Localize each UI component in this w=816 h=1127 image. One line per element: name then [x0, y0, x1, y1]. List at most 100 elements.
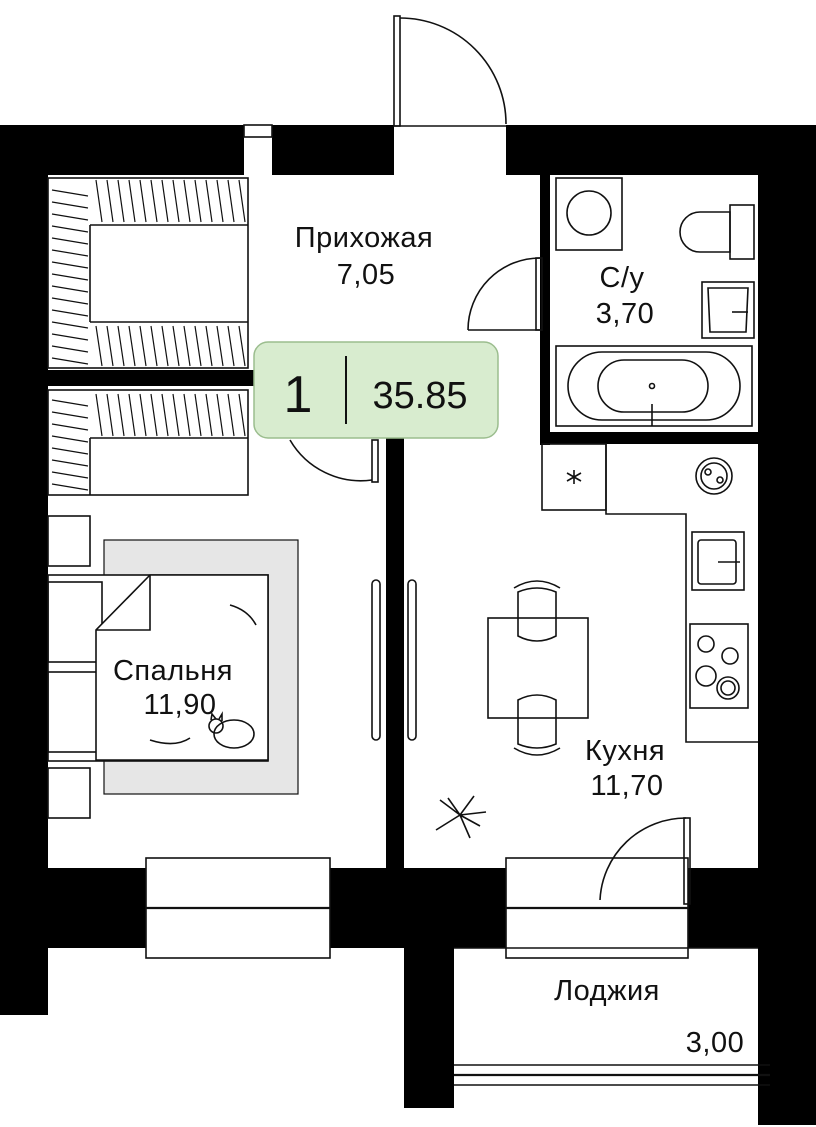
hanger-line	[238, 393, 246, 437]
hanger-line	[95, 179, 103, 223]
hanger-line	[51, 471, 89, 479]
hanger-line	[238, 325, 246, 367]
walls	[0, 125, 816, 1125]
cat-icon	[208, 711, 255, 749]
hanger-line	[150, 393, 158, 437]
hanger-line	[51, 447, 89, 455]
sink-icon	[701, 281, 755, 339]
hanger-line	[51, 321, 89, 329]
hanger-line	[51, 345, 89, 353]
entrance-door-icon	[393, 15, 507, 127]
hanger-line	[227, 179, 235, 223]
room-area: 3,70	[596, 298, 654, 330]
hanger-line	[205, 179, 213, 223]
room-name: Лоджия	[554, 975, 660, 1007]
bed-icon	[47, 574, 269, 762]
plant-icon	[435, 795, 487, 839]
hanger-line	[172, 393, 180, 437]
room-area: 3,00	[686, 1027, 744, 1059]
hanger-line	[227, 325, 235, 367]
bathtub-icon	[555, 345, 753, 427]
room-label-hallway: Прихожая 7,05	[295, 222, 433, 291]
hanger-line	[51, 213, 89, 221]
sliding-door-icon	[371, 579, 417, 741]
hanger-line	[194, 179, 202, 223]
hanger-line	[51, 273, 89, 281]
hanger-line	[95, 325, 103, 367]
hanger-line	[51, 237, 89, 245]
room-name: Кухня	[585, 735, 665, 767]
hanger-line	[106, 179, 114, 223]
hanger-line	[172, 325, 180, 367]
room-name: С/у	[600, 262, 645, 294]
hanger-line	[51, 189, 89, 197]
hanger-line	[51, 297, 89, 305]
hanger-line	[51, 261, 89, 269]
bedroom-door-icon	[289, 439, 379, 483]
dining-table-icon	[487, 617, 589, 719]
windows	[145, 124, 770, 1086]
hanger-line	[51, 435, 89, 443]
hanger-line	[128, 393, 136, 437]
hanger-line	[205, 393, 213, 437]
room-label-loggia: Лоджия 3,00	[554, 975, 744, 1059]
kitchen-counter	[605, 444, 758, 743]
room-label-bathroom: С/у 3,70	[596, 262, 654, 330]
hanger-line	[139, 325, 147, 367]
room-area: 11,70	[591, 770, 664, 802]
badge-total-area: 35.85	[372, 375, 467, 417]
hanger-line	[216, 393, 224, 437]
room-label-kitchen: Кухня 11,70	[585, 735, 665, 802]
badge-rooms-count: 1	[284, 366, 313, 424]
hanger-line	[216, 179, 224, 223]
room-name: Спальня	[113, 655, 233, 687]
chair-icon	[513, 580, 561, 756]
loggia-door-icon	[599, 817, 691, 905]
room-label-bedroom: Спальня 11,90	[113, 655, 233, 721]
stove-icon	[689, 623, 749, 709]
hanger-line	[51, 423, 89, 431]
pizza-icon	[695, 457, 733, 495]
hanger-line	[51, 411, 89, 419]
hanger-line	[183, 325, 191, 367]
wardrobe-icon	[47, 177, 249, 496]
toilet-icon	[679, 204, 755, 260]
hanger-line	[106, 325, 114, 367]
room-name: Прихожая	[295, 222, 433, 254]
hanger-line	[183, 393, 191, 437]
hanger-line	[194, 325, 202, 367]
hanger-line	[51, 249, 89, 257]
washing-machine-icon	[555, 177, 623, 251]
hanger-line	[238, 179, 246, 223]
fridge-icon	[541, 443, 607, 511]
hanger-line	[51, 459, 89, 467]
hanger-line	[150, 325, 158, 367]
hanger-line	[51, 285, 89, 293]
hanger-line	[95, 393, 103, 437]
hanger-line	[51, 357, 89, 365]
hanger-line	[128, 179, 136, 223]
hanger-line	[150, 179, 158, 223]
hanger-line	[117, 179, 125, 223]
hanger-line	[183, 179, 191, 223]
hanger-line	[161, 179, 169, 223]
hanger-line	[227, 393, 235, 437]
badge-background	[253, 341, 499, 439]
hanger-line	[51, 309, 89, 317]
hanger-line	[117, 393, 125, 437]
apartment-badge: 1 35.85	[253, 341, 499, 439]
hanger-line	[51, 333, 89, 341]
hanger-line	[51, 483, 89, 491]
hanger-line	[216, 325, 224, 367]
bathroom-door-icon	[467, 257, 543, 331]
room-area: 7,05	[337, 259, 395, 291]
room-area: 11,90	[144, 689, 217, 721]
hanger-line	[161, 325, 169, 367]
hanger-line	[139, 393, 147, 437]
hanger-line	[139, 179, 147, 223]
hanger-line	[194, 393, 202, 437]
hanger-line	[51, 399, 89, 407]
hanger-line	[161, 393, 169, 437]
hanger-line	[172, 179, 180, 223]
